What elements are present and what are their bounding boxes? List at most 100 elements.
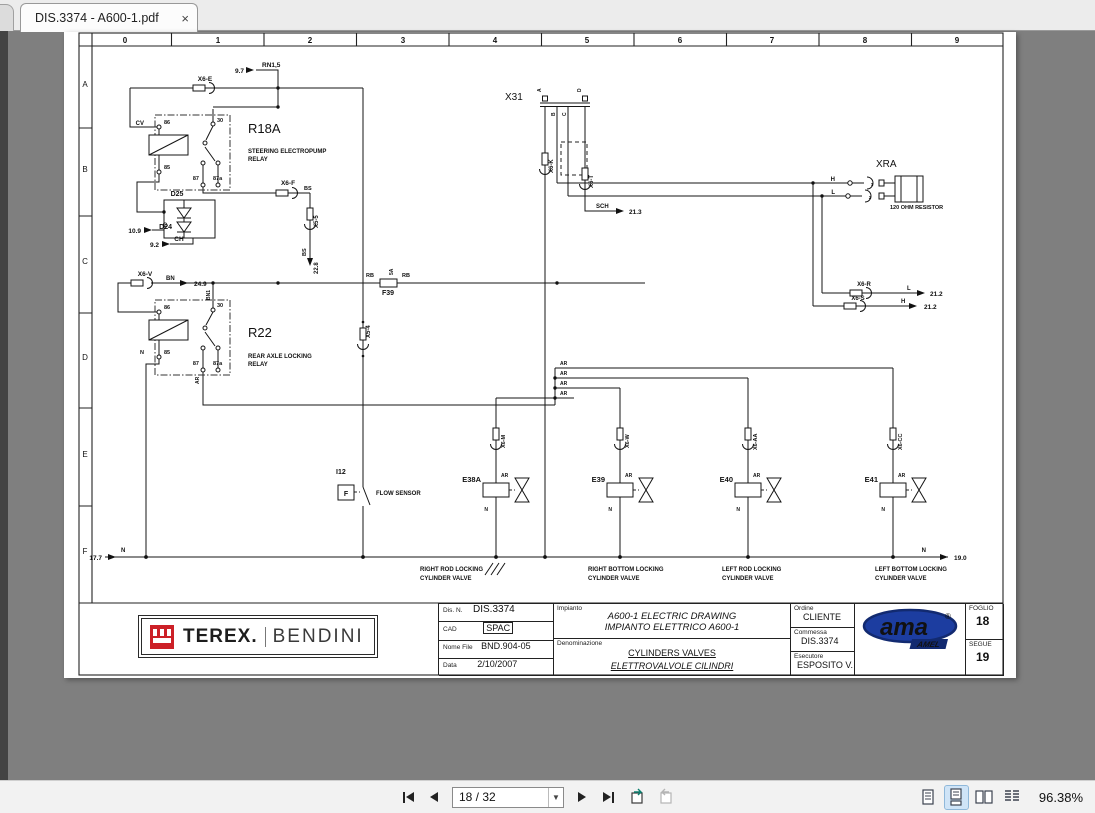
relay-coil-r22 [148,319,189,341]
wire-label: AR [898,473,906,479]
junction-dots [144,86,895,559]
pin-label: 87 [193,361,199,367]
impianto-line1: A600-1 ELECTRIC DRAWING [607,611,737,622]
brand-bendini: BENDINI [272,625,364,647]
off-page-ref: 24.9 [194,281,207,288]
connector-label: X6-T [589,175,595,188]
wire-label: H [901,299,905,305]
connector-label: X5-5 [314,215,320,228]
ruler-row-label: B [82,165,87,174]
previous-page-button[interactable] [422,785,446,809]
component-name: E38A [462,475,481,484]
wire-label: N [736,507,740,513]
diode-block [163,199,216,239]
next-page-button[interactable] [570,785,594,809]
relay-coil-r18a [148,134,189,156]
page-number-value: 18 / 32 [459,790,496,804]
pin-label: 85 [164,165,170,171]
connector-label: X6-R [857,282,871,288]
svg-text:ama: ama [880,614,928,641]
pin-label: 86 [164,120,170,126]
ruler-column-label: 9 [955,36,960,45]
previous-view-button[interactable] [625,785,649,809]
component-symbols [108,67,948,560]
background-tab-edge[interactable] [0,4,14,31]
ruler-row-label: D [82,353,88,362]
wire-label: BN1 [206,290,212,300]
two-page-continuous-view-button[interactable] [1001,786,1024,809]
first-page-button[interactable] [396,785,420,809]
connector-label: X6-M [501,434,507,448]
valve-caption: RIGHT BOTTOM LOCKING [588,567,664,573]
wire-label: L [907,286,911,292]
connector-label: X5-4 [366,325,372,338]
connector-label: X6-V [138,271,153,278]
connector-label: X6-F [281,180,295,187]
title-block: Dis. N. DIS.3374 CAD SPAC Nome File BND.… [438,603,1004,676]
wire-label: AR [753,473,761,479]
wire-label: N [608,507,612,513]
valve-e41 [879,477,927,503]
ama-logo-cell: ama ® AMEL [855,604,966,676]
pin-label: 87a [213,176,223,182]
component-desc: STEERING ELECTROPUMP [248,149,326,155]
component-desc: 120 OHM RESISTOR [890,205,943,211]
field-denominazione: Denominazione CYLINDERS VALVES ELETTROVA… [554,639,791,676]
page-number-combobox[interactable]: 18 / 32 ▼ [452,786,564,808]
connector-x6v-symbol [130,277,153,289]
ruler-column-label: 0 [123,36,128,45]
component-desc: REAR AXLE LOCKING [248,354,312,360]
pin-label: D [577,88,583,92]
pin-label: C [562,112,568,116]
valve-e40 [734,477,782,503]
component-name: I12 [336,469,346,476]
pin-label: B [551,112,557,116]
component-desc: RELAY [248,362,268,368]
wire-label: AR [560,361,568,367]
component-name: E40 [720,475,733,484]
terex-crown-icon [150,624,174,649]
tab-close-icon[interactable]: × [181,10,189,26]
component-name: XRA [876,159,897,170]
connector-label: X6-K [549,159,555,173]
single-page-view-button[interactable] [917,786,940,809]
wire-label: CH [174,236,184,243]
pin-label: 2 [869,195,872,200]
wire-label: AR [625,473,633,479]
left-edge-strip [0,31,8,780]
zoom-level[interactable]: 96.38% [1038,789,1083,805]
svg-text:®: ® [945,612,951,621]
connector-label: X6-CC [898,433,904,450]
ruler-column-label: 7 [770,36,775,45]
tab-bar: DIS.3374 - A600-1.pdf × [0,0,1095,32]
document-tab[interactable]: DIS.3374 - A600-1.pdf × [20,3,198,32]
combobox-dropdown-icon[interactable]: ▼ [548,787,563,807]
field-ordine: Ordine CLIENTE [791,604,855,628]
continuous-view-button[interactable] [943,784,969,810]
field-file: Nome File BND.904-05 [439,641,554,659]
off-page-arrows [108,67,948,560]
field-cad: CAD SPAC [439,622,554,641]
connector-label: X6-AA [753,433,759,450]
wire-label: AR [501,473,509,479]
denominazione-line1: CYLINDERS VALVES [628,648,716,658]
off-page-ref: 17.7 [89,555,102,562]
ruler-column-label: 3 [401,36,406,45]
wire-label: AR [560,381,568,387]
last-page-button[interactable] [596,785,620,809]
field-foglio: FOGLIO 18 [966,604,1004,640]
off-page-ref: 21.3 [629,209,642,216]
field-esecutore: Esecutore ESPOSITO V. [791,652,855,676]
page-navigation: 18 / 32 ▼ [396,785,678,809]
component-desc: FLOW SENSOR [376,491,421,497]
two-page-view-button[interactable] [973,786,996,809]
wire-name: RN1,5 [262,62,281,69]
next-view-button[interactable] [654,785,678,809]
pin-label: A [537,88,543,92]
off-page-ref: 21.2 [930,291,943,298]
ruler-column-label: 1 [216,36,221,45]
